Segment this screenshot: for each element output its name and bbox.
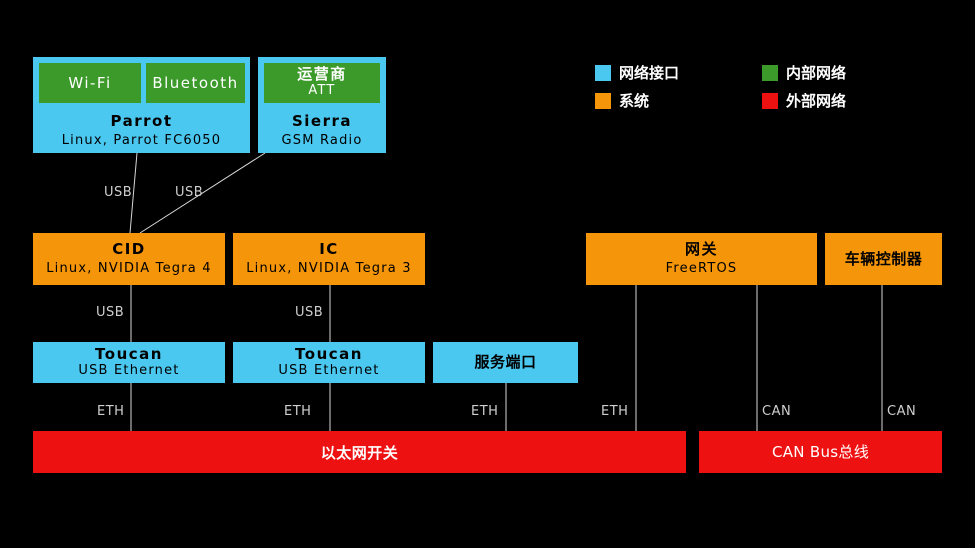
- wifi-box: Wi-Fi: [39, 63, 141, 103]
- gateway-subtitle: FreeRTOS: [665, 261, 738, 276]
- toucan-title: Toucan: [295, 345, 363, 363]
- legend-label: 网络接口: [619, 64, 680, 82]
- carrier-title: 运营商: [297, 65, 347, 83]
- legend-swatch-orange: [595, 92, 611, 109]
- ic-subtitle: Linux, NVIDIA Tegra 3: [246, 261, 412, 276]
- cid-system: CID Linux, NVIDIA Tegra 4: [33, 233, 225, 285]
- usb-label-cid: USB: [96, 305, 125, 320]
- legend-swatch-red: [762, 92, 778, 109]
- ethernet-switch-title: 以太网开关: [320, 444, 399, 462]
- can-bus: CAN Bus总线: [699, 431, 942, 473]
- parrot-module: Wi-Fi Bluetooth Parrot Linux, Parrot FC6…: [33, 57, 250, 153]
- ic-title: IC: [319, 240, 339, 258]
- toucan-interface-2: Toucan USB Ethernet: [233, 342, 425, 383]
- parrot-subtitle: Linux, Parrot FC6050: [61, 133, 222, 148]
- sierra-module: 运营商 ATT Sierra GSM Radio: [258, 57, 386, 153]
- ic-system: IC Linux, NVIDIA Tegra 3: [233, 233, 425, 285]
- can-label-1: CAN: [762, 404, 792, 419]
- toucan-subtitle: USB Ethernet: [278, 363, 380, 378]
- usb-link-parrot-cid: [129, 152, 138, 234]
- toucan-title: Toucan: [95, 345, 163, 363]
- gateway-system: 网关 FreeRTOS: [586, 233, 817, 285]
- carrier-subtitle: ATT: [308, 83, 336, 98]
- sierra-subtitle: GSM Radio: [281, 133, 363, 148]
- legend-swatch-blue: [595, 64, 611, 81]
- carrier-box: 运营商 ATT: [264, 63, 380, 103]
- toucan-subtitle: USB Ethernet: [78, 363, 180, 378]
- usb-label-ic: USB: [295, 305, 324, 320]
- gateway-title: 网关: [684, 240, 718, 258]
- vehicle-controller-system: 车辆控制器: [825, 233, 942, 285]
- eth-label-4: ETH: [601, 404, 629, 419]
- usb-label-sierra: USB: [175, 185, 204, 200]
- bluetooth-box: Bluetooth: [146, 63, 245, 103]
- legend-external-network: 外部网络: [762, 90, 846, 111]
- legend-network-interface: 网络接口: [595, 62, 679, 83]
- can-bus-title: CAN Bus总线: [771, 443, 870, 461]
- sierra-title: Sierra: [291, 112, 353, 130]
- parrot-title: Parrot: [110, 112, 173, 130]
- legend-label: 外部网络: [786, 92, 847, 110]
- legend-internal-network: 内部网络: [762, 62, 846, 83]
- legend-label: 系统: [619, 92, 650, 110]
- eth-label-3: ETH: [471, 404, 499, 419]
- eth-label-1: ETH: [97, 404, 125, 419]
- legend-swatch-green: [762, 64, 778, 81]
- usb-link-sierra-cid: [139, 152, 266, 234]
- vehicle-controller-title: 车辆控制器: [844, 250, 923, 268]
- usb-label-parrot: USB: [104, 185, 133, 200]
- toucan-interface-1: Toucan USB Ethernet: [33, 342, 225, 383]
- service-port-interface: 服务端口: [433, 342, 578, 383]
- cid-subtitle: Linux, NVIDIA Tegra 4: [46, 261, 212, 276]
- legend-label: 内部网络: [786, 64, 847, 82]
- ethernet-switch: 以太网开关: [33, 431, 686, 473]
- eth-label-2: ETH: [284, 404, 312, 419]
- service-port-title: 服务端口: [474, 353, 537, 371]
- can-label-2: CAN: [887, 404, 917, 419]
- legend-system: 系统: [595, 90, 649, 111]
- cid-title: CID: [112, 240, 146, 258]
